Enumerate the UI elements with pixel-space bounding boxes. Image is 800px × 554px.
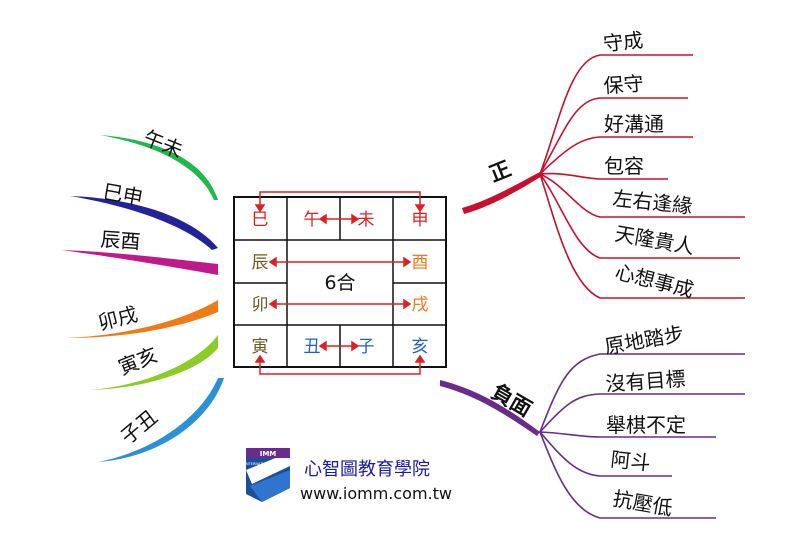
cell-wu: 午 — [304, 210, 321, 230]
left-branches: 午未 巳申 辰酉 卯戌 寅亥 子丑 — [62, 125, 224, 462]
cell-shen: 申 — [412, 210, 429, 230]
cell-xu: 戌 — [412, 295, 429, 315]
positive-item: 好溝通 — [604, 112, 664, 136]
cell-you: 酉 — [412, 253, 429, 273]
cell-chen: 辰 — [252, 253, 269, 273]
logo-tagline: INTERNATIONAL MINDMAP — [245, 462, 291, 466]
branch-label: 辰酉 — [100, 227, 142, 254]
cell-si: 巳 — [252, 210, 269, 230]
positive-item: 保守 — [603, 71, 645, 98]
website-link[interactable]: www.iomm.com.tw — [300, 484, 452, 503]
branch-label: 巳申 — [101, 179, 145, 210]
positive-twigs — [539, 54, 745, 299]
cell-yin: 寅 — [252, 337, 269, 357]
positive-label: 正 — [486, 157, 514, 187]
footer: IMM INTERNATIONAL MINDMAP 心智圖教育學院 www.io… — [245, 448, 452, 503]
org-name: 心智圖教育學院 — [304, 459, 430, 480]
branch-label: 寅亥 — [115, 342, 161, 379]
negative-branch: 負面 原地踏步 沒有目標 舉棋不定 阿斗 抗壓低 — [440, 321, 745, 520]
positive-item: 包容 — [604, 154, 644, 178]
positive-item: 心想事成 — [613, 260, 696, 303]
negative-item: 沒有目標 — [605, 366, 686, 396]
branch-si-shen: 巳申 — [70, 179, 218, 250]
cell-hai: 亥 — [412, 337, 429, 357]
positive-branch: 正 守成 保守 好溝通 包容 左右逢緣 天隆貴人 心想事成 — [462, 28, 745, 302]
positive-item: 左右逢緣 — [611, 186, 693, 218]
branch-wu-wei: 午未 — [100, 125, 218, 200]
positive-item: 守成 — [602, 28, 644, 56]
center-title: 6合 — [324, 272, 355, 294]
branch-mao-xu: 卯戌 — [65, 300, 218, 338]
cell-chou: 丑 — [304, 337, 321, 357]
branch-label: 午未 — [140, 125, 186, 162]
negative-trunk — [440, 380, 540, 436]
negative-item: 阿斗 — [609, 447, 651, 475]
logo-mark: IMM — [260, 450, 277, 458]
negative-item: 舉棋不定 — [606, 413, 686, 437]
cell-wei: 未 — [358, 210, 375, 230]
negative-item: 抗壓低 — [611, 486, 674, 520]
cell-mao: 卯 — [252, 295, 269, 315]
center-grid: 巳 午 未 申 辰 酉 卯 戌 6合 寅 丑 子 亥 — [233, 191, 447, 375]
positive-trunk — [462, 172, 542, 214]
branch-zi-chou: 子丑 — [98, 378, 224, 462]
negative-twigs — [539, 353, 745, 519]
branch-label: 卯戌 — [95, 302, 140, 335]
branch-chen-you: 辰酉 — [62, 227, 218, 275]
positive-item: 天隆貴人 — [613, 221, 696, 259]
branch-yin-hai: 寅亥 — [90, 335, 218, 390]
connector-arrows — [254, 191, 426, 375]
imm-logo: IMM INTERNATIONAL MINDMAP — [245, 448, 291, 502]
cell-zi: 子 — [358, 337, 375, 357]
